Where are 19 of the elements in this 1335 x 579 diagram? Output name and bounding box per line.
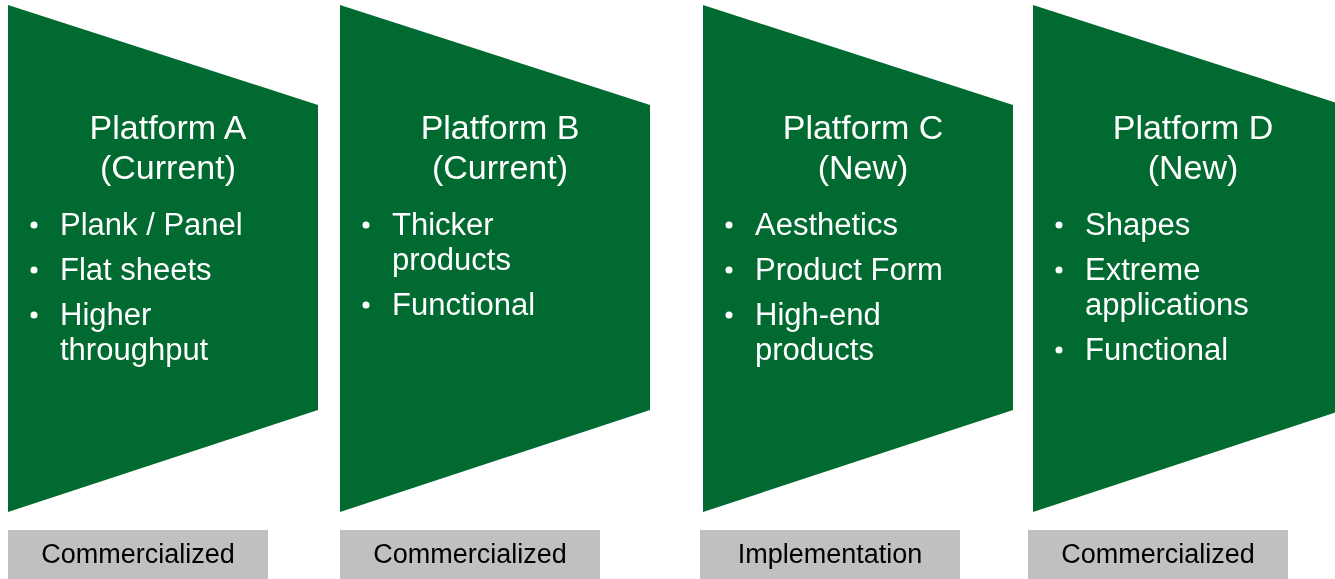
status-label: Commercialized — [340, 530, 600, 579]
bullet-item: Shapes — [1085, 207, 1191, 242]
platform-heading: Platform D (New) — [1111, 107, 1275, 187]
bullet-item: Plank / Panel — [60, 207, 243, 242]
bullet-item: Extreme applications — [1085, 252, 1249, 322]
bullet-item: Thicker products — [392, 207, 511, 277]
bullet-item: Functional — [392, 287, 536, 322]
platform-heading: Platform B (Current) — [419, 107, 581, 187]
status-label: Commercialized — [8, 530, 268, 579]
bullet-item: Flat sheets — [60, 252, 212, 287]
platform-heading: Platform C (New) — [781, 107, 945, 187]
bullet-item: Product Form — [755, 252, 943, 287]
bullet-item: Functional — [1085, 332, 1229, 367]
status-label: Implementation — [700, 530, 960, 579]
platform-heading: Platform A (Current) — [88, 107, 248, 187]
status-label: Commercialized — [1028, 530, 1288, 579]
bullet-item: High-end products — [755, 297, 881, 367]
bullet-item: Higher throughput — [60, 297, 209, 367]
bullet-item: Aesthetics — [755, 207, 898, 242]
